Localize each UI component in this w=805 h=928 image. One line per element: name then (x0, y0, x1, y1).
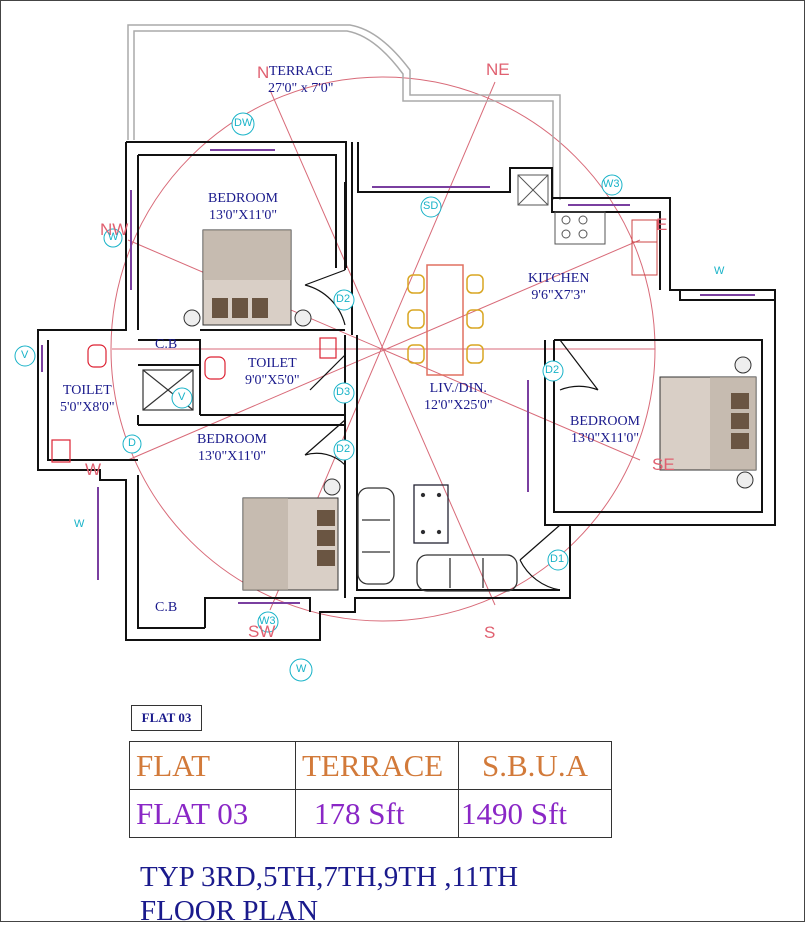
floor-plan-note-line-2: FLOOR PLAN (140, 895, 319, 927)
area-table-header-row: FLAT TERRACE S.B.U.A (129, 741, 612, 790)
bedroom-3-size: 13'0"X11'0" (570, 431, 640, 446)
tag-w-right: W (714, 265, 725, 277)
bedroom-1-name: BEDROOM (208, 191, 279, 206)
value-sbua: 1490 Sft (458, 789, 612, 838)
flat-number-tag: FLAT 03 (131, 705, 202, 731)
value-flat: FLAT 03 (129, 789, 296, 838)
compass-north: N (257, 63, 270, 82)
kitchen-label: KITCHEN 9'6"X7'3" (528, 270, 589, 304)
bedroom-3-label: BEDROOM 13'0"X11'0" (570, 413, 640, 447)
tag-w-bedroom-1: W (108, 231, 119, 243)
living-dining-label: LIV./DIN. 12'0"X25'0" (424, 380, 493, 414)
compass-northwest: NW (100, 220, 129, 239)
toilet-2-size: 5'0"X8'0" (60, 400, 115, 415)
toilet-1-name: TOILET (247, 356, 297, 371)
header-sbua: S.B.U.A (458, 741, 612, 790)
tag-w3-bedroom-2: W3 (259, 615, 276, 627)
windows (41, 149, 755, 604)
tag-d2-bedroom-2: D2 (336, 443, 351, 455)
tag-d3: D3 (336, 386, 351, 398)
compass-southeast: SE (652, 455, 675, 474)
bedroom-2-name: BEDROOM (197, 432, 268, 447)
header-flat: FLAT (129, 741, 296, 790)
dining-set (407, 264, 484, 376)
door-swings (304, 269, 599, 591)
walls (37, 141, 776, 641)
toilet-1-label: TOILET 9'0"X5'0" (245, 355, 300, 389)
tag-v-toilet-1: V (178, 391, 186, 403)
kitchen-fixtures (517, 174, 658, 276)
toilet-1-size: 9'0"X5'0" (245, 373, 300, 388)
header-terrace: TERRACE (295, 741, 459, 790)
compass-northeast: NE (486, 60, 510, 79)
bed-bedroom-2 (242, 478, 341, 591)
tag-w3-kitchen: W3 (603, 178, 620, 190)
bed-bedroom-3 (659, 356, 757, 489)
bedroom-2-label: BEDROOM 13'0"X11'0" (197, 431, 267, 465)
tag-d1: D1 (550, 553, 565, 565)
toilet-fixtures (51, 337, 337, 463)
sofa-set (357, 484, 518, 592)
terrace-name: TERRACE (268, 64, 333, 79)
floor-plan-note: TYP 3RD,5TH,7TH,9TH ,11TH FLOOR PLAN (140, 860, 518, 928)
bedroom-2-size: 13'0"X11'0" (197, 449, 267, 464)
tag-circles (14, 112, 623, 682)
compass-southwest: SW (248, 622, 276, 641)
tag-v-toilet-2: V (21, 349, 29, 361)
tag-w-bottom: W (296, 663, 307, 675)
cupboard-label-1: C.B (155, 337, 178, 352)
vastu-compass (110, 76, 656, 622)
compass-south: S (484, 623, 496, 642)
tag-sd: SD (423, 200, 439, 212)
terrace-size: 27'0" x 7'0" (268, 81, 334, 96)
area-table: FLAT TERRACE S.B.U.A FLAT 03 178 Sft 149… (129, 741, 612, 838)
tag-w-far-left: W (74, 518, 85, 530)
floor-plan-note-line-1: TYP 3RD,5TH,7TH,9TH ,11TH (140, 861, 519, 893)
kitchen-size: 9'6"X7'3" (531, 288, 587, 303)
bedroom-1-label: BEDROOM 13'0"X11'0" (208, 190, 278, 224)
toilet-2-label: TOILET 5'0"X8'0" (60, 382, 115, 416)
kitchen-name: KITCHEN (528, 271, 590, 286)
tag-d-toilet-2: D (128, 437, 136, 449)
bed-bedroom-1 (183, 229, 312, 327)
terrace-outline (127, 24, 561, 200)
compass-west: W (85, 460, 102, 479)
tag-d2-bedroom-1: D2 (336, 293, 351, 305)
compass-east: E (656, 215, 668, 234)
area-table-value-row: FLAT 03 178 Sft 1490 Sft (129, 789, 612, 838)
cupboard-label-2: C.B (155, 600, 178, 615)
living-dining-name: LIV./DIN. (429, 381, 487, 396)
value-terrace: 178 Sft (295, 789, 459, 838)
tag-d2-bedroom-3: D2 (545, 364, 560, 376)
terrace-label: TERRACE 27'0" x 7'0" (268, 63, 333, 97)
bedroom-3-name: BEDROOM (570, 414, 641, 429)
tag-dw: DW (234, 117, 253, 129)
bedroom-1-size: 13'0"X11'0" (208, 208, 278, 223)
living-dining-size: 12'0"X25'0" (424, 398, 493, 413)
toilet-2-name: TOILET (62, 383, 112, 398)
